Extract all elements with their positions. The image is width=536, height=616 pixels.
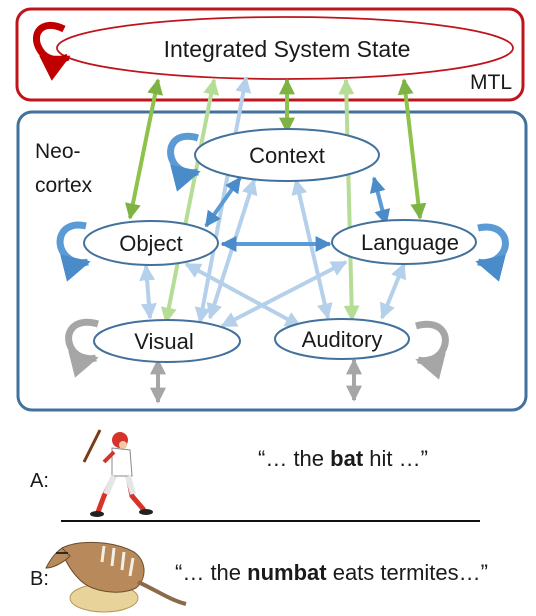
auditory-node — [274, 318, 410, 360]
visual-node — [93, 319, 241, 363]
context-node — [194, 128, 380, 182]
example-b-quote: “… the numbat eats termites…” — [175, 560, 488, 585]
language-node — [331, 219, 477, 265]
baseball-player-illustration — [82, 429, 153, 517]
auditory-label: Auditory — [302, 327, 383, 352]
gray-arrows — [65, 318, 449, 404]
example-b-quote-before: “… the — [175, 560, 247, 585]
integrated-system-state-label: Integrated System State — [164, 36, 411, 62]
light-green-arrows — [160, 78, 360, 324]
object-label: Object — [119, 231, 183, 256]
mtl-self-loop-arrow — [32, 21, 71, 81]
green-arrows — [125, 78, 427, 220]
language-label: Language — [361, 230, 459, 255]
blue-arrows — [204, 176, 391, 252]
example-a-marker: A: — [30, 470, 49, 492]
example-b-quote-after: eats termites…” — [327, 560, 488, 585]
example-a-quote-after: hit …” — [363, 446, 428, 471]
example-a-quote: “… the bat hit …” — [258, 446, 428, 471]
blue-self-loops — [56, 132, 509, 282]
neocortex-label-line1: Neo- — [35, 140, 81, 163]
numbat-illustration — [45, 541, 187, 613]
context-label: Context — [249, 143, 325, 168]
neocortex-label-line2: cortex — [35, 174, 93, 197]
mtl-label: MTL — [470, 71, 512, 94]
example-a-quote-before: “… the — [258, 446, 330, 471]
example-a-quote-bold: bat — [330, 446, 364, 471]
object-node — [83, 220, 219, 266]
example-b-marker: B: — [30, 568, 49, 590]
example-b-quote-bold: numbat — [247, 560, 327, 585]
visual-label: Visual — [134, 329, 194, 354]
